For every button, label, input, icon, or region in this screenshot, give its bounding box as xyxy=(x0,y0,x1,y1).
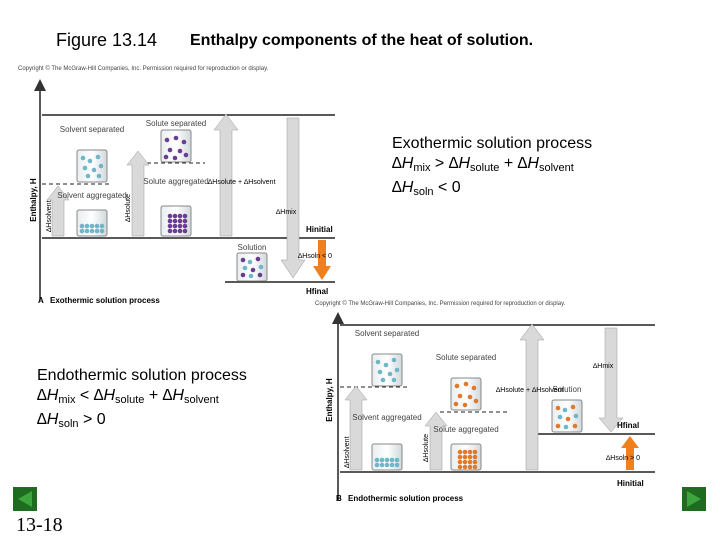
back-button[interactable] xyxy=(13,487,37,511)
label-dh-soln-b: ∆Hsoln > 0 xyxy=(606,455,640,462)
endothermic-equations: Endothermic solution process ∆Hmix < ∆Hs… xyxy=(37,366,247,434)
beaker-solvent-aggregated-b xyxy=(371,443,403,471)
label-solute-separated-b: Solute separated xyxy=(436,353,497,362)
beaker-solvent-aggregated-a xyxy=(76,209,108,237)
beaker-solute-aggregated-b xyxy=(450,443,482,471)
label-h-final-b: Hfinal xyxy=(617,421,639,430)
endothermic-heading: Endothermic solution process xyxy=(37,367,247,384)
arrow-dh-sum-a xyxy=(213,113,239,237)
beaker-solute-separated-a xyxy=(160,129,192,163)
label-solution-b: Solution xyxy=(553,385,582,394)
y-axis-label-a: Enthalpy, H xyxy=(29,178,38,222)
label-dh-sum-b: ∆Hsolute + ∆Hsolvent xyxy=(496,387,564,394)
arrow-dh-mix-a xyxy=(280,117,306,279)
endothermic-eq2: ∆Hsoln > 0 xyxy=(37,410,247,434)
eq-term: ∆H xyxy=(37,387,59,404)
eq-term: ∆H xyxy=(162,387,184,404)
eq-op: > xyxy=(430,155,449,172)
eq-sub: mix xyxy=(413,162,431,174)
arrow-dh-solvent-a xyxy=(46,185,70,237)
forward-button[interactable] xyxy=(682,487,706,511)
beaker-solute-aggregated-a xyxy=(160,205,192,237)
eq-sub: solvent xyxy=(183,394,219,406)
label-h-initial-b: Hinitial xyxy=(617,479,644,488)
label-solute-aggregated-b: Solute aggregated xyxy=(433,425,498,434)
eq-term: ∆H xyxy=(448,155,471,172)
label-dh-solvent-b: ∆Hsolvent xyxy=(344,436,351,468)
panel-letter-b: B xyxy=(336,494,342,503)
label-solvent-aggregated-a: Solvent aggregated xyxy=(57,191,126,200)
eq-op: > 0 xyxy=(78,411,106,428)
arrow-dh-solute-b xyxy=(424,411,448,471)
beaker-solution-a xyxy=(236,252,268,282)
eq-term: ∆H xyxy=(93,387,116,404)
label-solvent-separated-b: Solvent separated xyxy=(355,329,420,338)
arrow-dh-solute-a xyxy=(126,150,150,237)
beaker-solute-separated-b xyxy=(450,377,482,411)
forward-triangle-icon xyxy=(682,487,706,511)
label-dh-solute-b: ∆Hsolute xyxy=(423,434,430,462)
label-solvent-separated-a: Solvent separated xyxy=(60,125,125,134)
arrow-dh-soln-b xyxy=(621,436,639,470)
label-dh-solute-a: ∆Hsolute xyxy=(125,194,132,222)
figure-caption: Enthalpy components of the heat of solut… xyxy=(190,32,534,49)
y-axis-label-b: Enthalpy, H xyxy=(325,378,334,422)
eq-op: < xyxy=(75,387,94,404)
panel-a: Copyright © The McGraw-Hill Companies, I… xyxy=(18,65,335,305)
exothermic-heading: Exothermic solution process xyxy=(392,135,593,152)
label-dh-solvent-a: ∆Hsolvent xyxy=(46,200,53,232)
beaker-solution-b xyxy=(551,399,583,433)
slide-number: 13-18 xyxy=(16,514,63,536)
copyright-a: Copyright © The McGraw-Hill Companies, I… xyxy=(18,65,269,72)
label-h-final-a: Hfinal xyxy=(306,287,328,296)
beaker-solvent-separated-b xyxy=(371,353,403,387)
label-solute-aggregated-a: Solute aggregated xyxy=(143,177,208,186)
label-dh-soln-a: ∆Hsoln < 0 xyxy=(298,253,332,260)
label-h-initial-a: Hinitial xyxy=(306,225,333,234)
eq-term: ∆H xyxy=(392,179,414,196)
eq-term: ∆H xyxy=(392,155,414,172)
eq-op: + xyxy=(144,387,163,404)
back-triangle-icon xyxy=(13,487,37,511)
eq-sub: mix xyxy=(58,394,76,406)
arrow-dh-soln-a xyxy=(313,240,331,280)
eq-op: < 0 xyxy=(433,179,461,196)
eq-term: ∆H xyxy=(517,155,539,172)
eq-op: + xyxy=(499,155,518,172)
panel-caption-a: Exothermic solution process xyxy=(50,296,160,305)
copyright-b: Copyright © The McGraw-Hill Companies, I… xyxy=(315,300,566,307)
panel-letter-a: A xyxy=(38,296,44,305)
eq-sub: solute xyxy=(115,394,145,406)
label-dh-mix-a: ∆Hmix xyxy=(276,209,297,216)
figure-number: Figure 13.14 xyxy=(56,30,158,50)
eq-sub: solute xyxy=(470,162,500,174)
eq-term: ∆H xyxy=(37,411,59,428)
arrow-dh-sum-b xyxy=(519,323,545,471)
arrow-dh-solvent-b xyxy=(344,385,368,471)
eq-sub: soln xyxy=(413,186,434,198)
panel-b: Copyright © The McGraw-Hill Companies, I… xyxy=(315,300,655,503)
panel-caption-b: Endothermic solution process xyxy=(348,494,464,503)
exothermic-eq2: ∆Hsoln < 0 xyxy=(392,178,592,202)
eq-sub: soln xyxy=(58,418,79,430)
exothermic-eq1: ∆Hmix > ∆Hsolute + ∆Hsolvent xyxy=(392,154,592,178)
beaker-solvent-separated-a xyxy=(76,149,108,183)
label-dh-mix-b: ∆Hmix xyxy=(593,363,614,370)
eq-sub: solvent xyxy=(538,162,574,174)
label-solute-separated-a: Solute separated xyxy=(146,119,207,128)
exothermic-equations: Exothermic solution process ∆Hmix > ∆Hso… xyxy=(392,134,592,202)
label-solvent-aggregated-b: Solvent aggregated xyxy=(352,413,421,422)
arrow-dh-mix-b xyxy=(598,327,624,433)
label-solution-a: Solution xyxy=(238,243,267,252)
label-dh-sum-a: ∆Hsolute + ∆Hsolvent xyxy=(208,179,276,186)
endothermic-eq1: ∆Hmix < ∆Hsolute + ∆Hsolvent xyxy=(37,386,247,410)
